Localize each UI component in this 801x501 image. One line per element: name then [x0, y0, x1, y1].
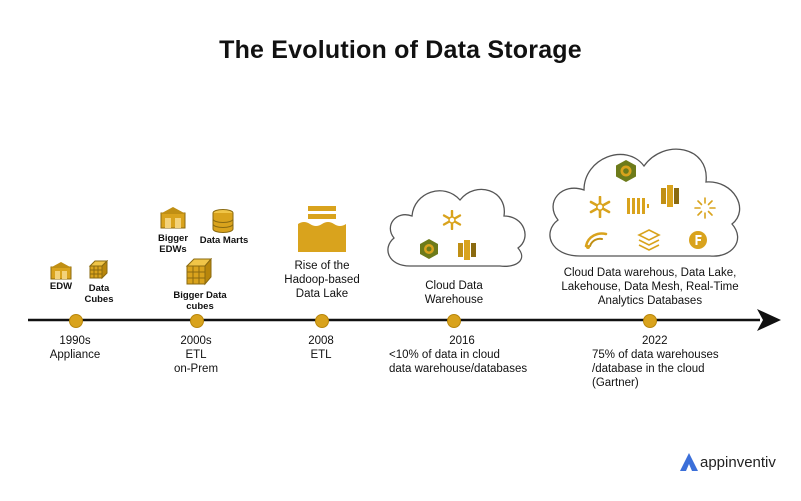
- snowflake-icon-2: [589, 196, 611, 218]
- milestone-2022: 2022 75% of data warehouses /database in…: [592, 335, 719, 389]
- timeline-arrowhead: [757, 309, 781, 331]
- milestone-dot-2008: [315, 314, 329, 328]
- bigger-edw-warehouse-icon: [160, 207, 186, 229]
- milestone-2016: 2016 <10% of data in cloud data warehous…: [389, 335, 528, 375]
- layers-icon: [637, 229, 661, 251]
- redshift-icon-2: [661, 185, 679, 207]
- modern-platforms-caption: Cloud Data warehous, Data Lake, Lakehous…: [561, 267, 739, 307]
- firebolt-icon: [689, 231, 707, 249]
- columnar-storage-icon: [627, 198, 649, 214]
- data-marts-database-icon: [212, 209, 234, 233]
- page-title: The Evolution of Data Storage: [219, 36, 582, 64]
- brand-logo-text: appinventiv: [700, 454, 776, 471]
- bigger-data-cube-icon: [185, 258, 213, 286]
- bigquery-icon: [420, 239, 438, 259]
- milestone-dot-1990s: [69, 314, 83, 328]
- snowflake-icon: [442, 210, 462, 230]
- druid-icon: [584, 232, 608, 249]
- bigquery-icon-2: [616, 160, 636, 182]
- milestone-dot-2016: [447, 314, 461, 328]
- data-marts-label: Data Marts: [199, 235, 249, 246]
- edw-label: EDW: [49, 281, 73, 292]
- edw-warehouse-icon: [50, 262, 72, 280]
- timeline-axis: [28, 309, 781, 331]
- hadoop-caption: Rise of the Hadoop-based Data Lake: [284, 260, 360, 300]
- cloud-dw-caption: Cloud Data Warehouse: [424, 280, 484, 306]
- a-arrow-logo-icon: [680, 453, 698, 471]
- milestone-dot-2022: [643, 314, 657, 328]
- milestone-dot-2000s: [190, 314, 204, 328]
- data-lake-icon: [298, 206, 346, 252]
- starburst-icon: [694, 197, 716, 219]
- data-cube-icon: [88, 260, 108, 280]
- redshift-icon: [458, 240, 476, 260]
